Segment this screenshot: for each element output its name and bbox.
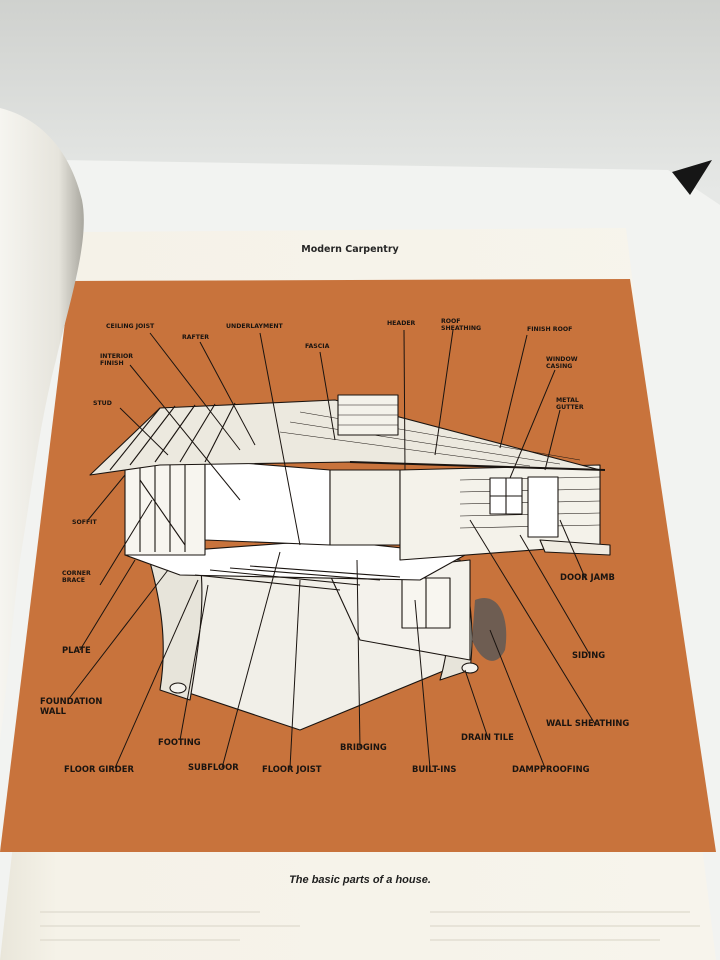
label-subfloor: SUBFLOOR: [188, 762, 239, 772]
dampproofing-patch: [472, 598, 507, 661]
label-floor-joist: FLOOR JOIST: [262, 764, 322, 774]
label-window-casing: WINDOW CASING: [546, 356, 578, 371]
label-stud: STUD: [93, 400, 112, 407]
door: [527, 476, 559, 538]
curled-page: [0, 108, 84, 740]
label-built-ins: BUILT-INS: [412, 764, 457, 774]
label-underlayment: UNDERLAYMENT: [226, 323, 283, 330]
running-head: Modern Carpentry: [301, 244, 399, 255]
floor-joists: [194, 565, 401, 591]
label-fascia: FASCIA: [305, 343, 330, 350]
drain-tile: [461, 662, 479, 674]
label-floor-girder: FLOOR GIRDER: [64, 764, 134, 774]
label-ceiling-joist: CEILING JOIST: [106, 323, 155, 330]
label-header: HEADER: [387, 320, 416, 327]
label-finish-roof: FINISH ROOF: [527, 326, 573, 333]
label-siding: SIDING: [572, 650, 606, 660]
label-door-jamb: DOOR JAMB: [560, 572, 615, 582]
studs: [139, 458, 186, 552]
label-foundation-wall: FOUNDATION WALL: [40, 696, 103, 716]
metal-gutter: [349, 461, 606, 471]
leader-lines: [67, 329, 596, 769]
label-soffit: SOFFIT: [72, 519, 97, 526]
rafters: [109, 402, 236, 471]
label-plate: PLATE: [62, 645, 91, 655]
left-wall: [124, 454, 206, 556]
figure-caption: The basic parts of a house.: [289, 874, 431, 886]
label-dampproofing: DAMPPROOFING: [512, 764, 590, 774]
label-roof-sheathing: ROOF SHEATHING: [441, 318, 482, 333]
black-corner: [672, 160, 712, 195]
label-metal-gutter: METAL GUTTER: [556, 397, 584, 412]
label-interior-finish: INTERIOR FINISH: [100, 353, 134, 368]
label-bridging: BRIDGING: [340, 742, 387, 752]
porch-step: [539, 539, 611, 556]
label-rafter: RAFTER: [182, 334, 209, 341]
interior-finish-wall: [204, 459, 331, 546]
label-corner-brace: CORNER BRACE: [62, 570, 91, 585]
label-footing: FOOTING: [158, 737, 201, 747]
label-wall-sheathing: WALL SHEATHING: [546, 718, 630, 728]
bleed-through-text: [40, 911, 700, 941]
label-drain-tile: DRAIN TILE: [461, 732, 514, 742]
